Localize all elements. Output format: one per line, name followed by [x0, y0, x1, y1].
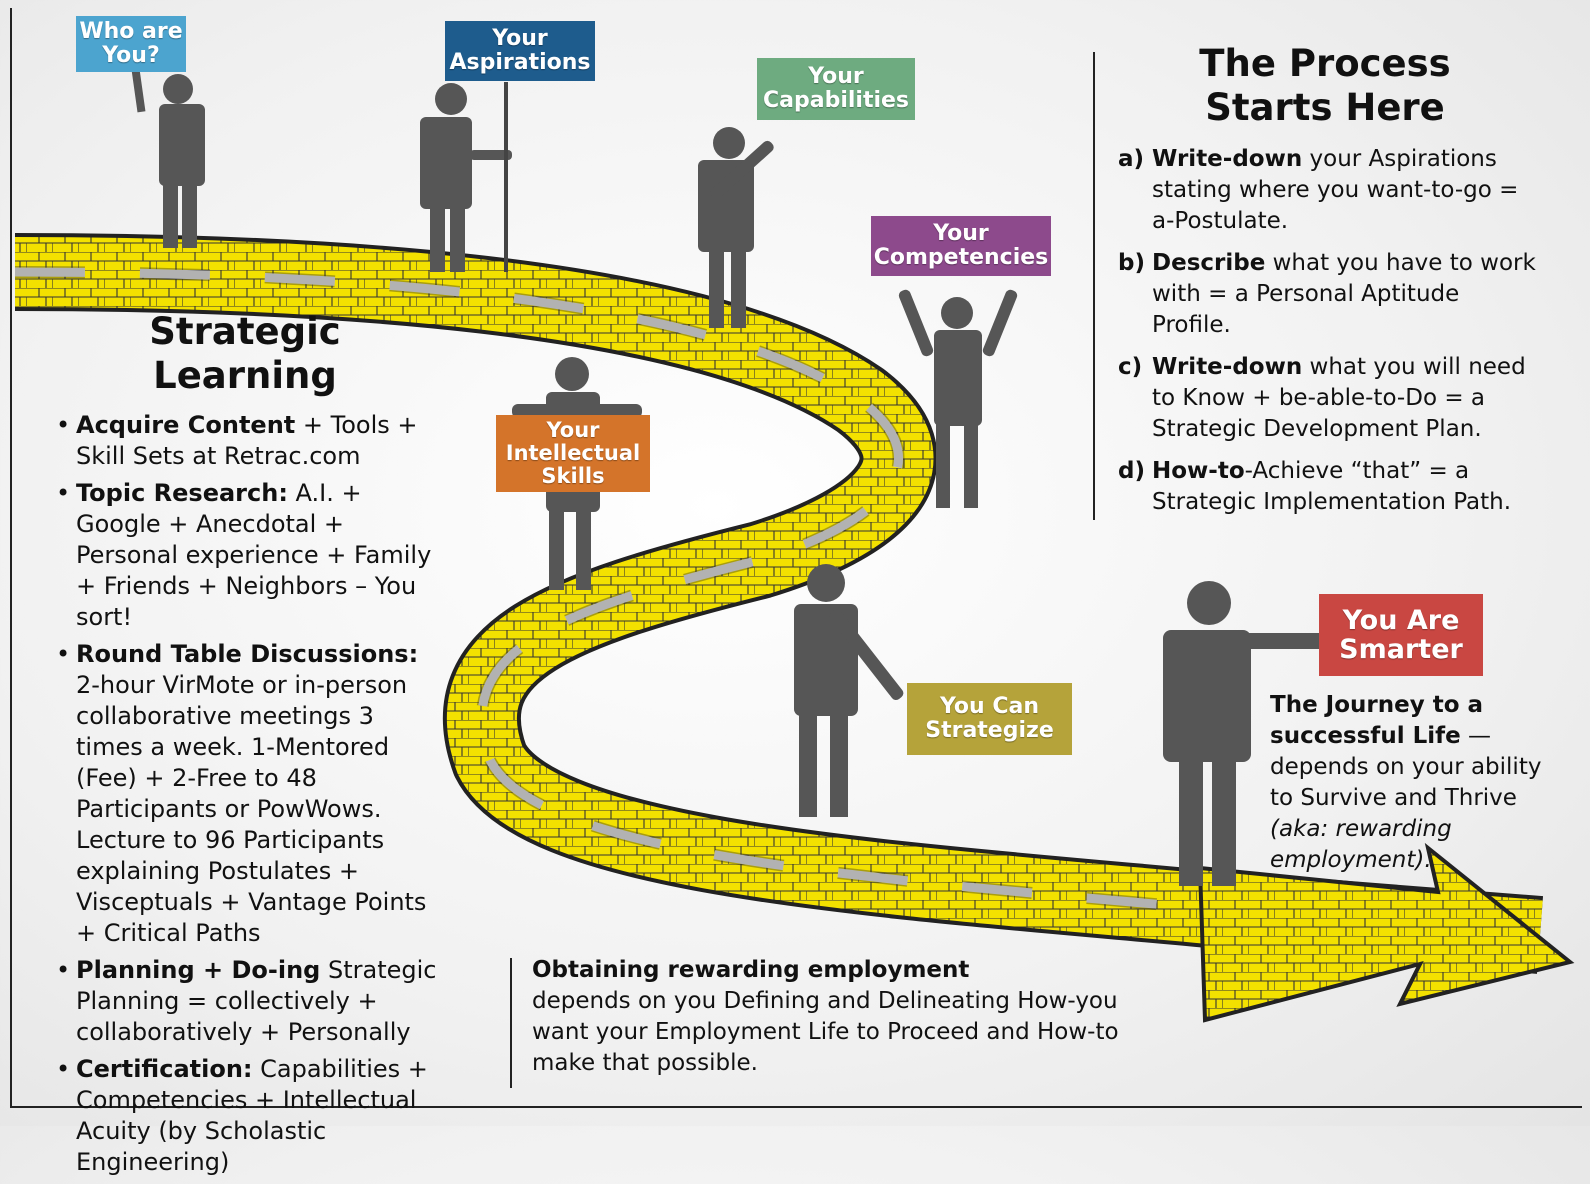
figure-strategize [794, 564, 904, 817]
sign-line: You Can [940, 694, 1039, 720]
strategic-learning-title: Strategic Learning [120, 310, 370, 397]
sign-line: Competencies [873, 245, 1049, 270]
step-marker: b) [1118, 250, 1145, 276]
sign-your-intellectual-skills: Your Intellectual Skills [496, 415, 650, 492]
step-marker: c) [1118, 354, 1143, 380]
figure-who [130, 61, 205, 248]
employment-divider [510, 958, 512, 1088]
journey-bold: The Journey to a successful Life [1270, 692, 1484, 749]
title-line: Strategic [149, 310, 341, 353]
bottom-border [10, 1106, 1582, 1108]
sign-line: Capabilities [762, 88, 910, 113]
figure-smarter [1163, 581, 1340, 886]
list-item: Planning + Do-ing Strategic Planning = c… [56, 955, 448, 1048]
strategic-learning-list: Acquire Content + Tools + Skill Sets at … [56, 410, 448, 1184]
step-marker: a) [1118, 146, 1145, 172]
process-title: The Process Starts Here [1160, 42, 1490, 129]
process-steps: a) Write-down your Aspirations stating wh… [1118, 144, 1538, 529]
item-text: 2-hour VirMote or in-person collaborativ… [76, 671, 427, 947]
employment-body: depends on you Defining and Delineating … [532, 988, 1119, 1076]
item-text: + Tools + Skill Sets at Retrac.com [76, 411, 418, 470]
figure-capabilities [698, 127, 774, 328]
sign-you-can-strategize: You Can Strategize [907, 683, 1072, 755]
step-bold: How-to [1152, 458, 1245, 484]
process-step: a) Write-down your Aspirations stating wh… [1118, 144, 1538, 237]
sign-line: Your [808, 64, 864, 90]
process-step: c) Write-down what you will need to Know … [1118, 352, 1538, 445]
sign-line: Strategize [925, 718, 1054, 743]
process-step: d) How-to-Achieve “that” = a Strategic Im… [1118, 456, 1538, 518]
employment-text: Obtaining rewarding employment depends o… [532, 955, 1132, 1079]
title-line: Learning [153, 353, 337, 397]
step-bold: Describe [1152, 250, 1266, 276]
sign-line: Your [933, 221, 989, 247]
sign-line: Who are [79, 19, 183, 45]
title-line: Starts Here [1205, 85, 1445, 129]
figure-competencies [898, 289, 1018, 508]
step-text: -Achieve “that” = a Strategic Implementa… [1152, 458, 1512, 515]
step-text: what you have to work with = a Personal … [1152, 250, 1536, 338]
item-bold: Acquire Content [76, 411, 296, 439]
step-bold: Write-down [1152, 354, 1303, 380]
list-item: Certification: Capabilities + Competenci… [56, 1054, 448, 1178]
infographic-canvas: Who are You? Your Aspirations Your Capab… [0, 0, 1590, 1126]
title-line: The Process [1199, 42, 1451, 85]
step-text: what you will need to Know + be-able-to-… [1152, 354, 1526, 442]
sign-line: Your [492, 26, 548, 52]
item-bold: Planning + Do-ing [76, 956, 321, 984]
item-text: A.I. + Google + Anecdotal + Personal exp… [76, 479, 432, 631]
sign-line: You? [102, 43, 160, 68]
sign-who-are-you: Who are You? [76, 16, 186, 72]
list-item: Topic Research: A.I. + Google + Anecdota… [56, 478, 448, 633]
sign-line: Smarter [1339, 634, 1463, 665]
sign-you-are-smarter: You Are Smarter [1319, 594, 1483, 676]
left-border [10, 8, 12, 1108]
figure-aspirations [420, 82, 512, 272]
list-item: Acquire Content + Tools + Skill Sets at … [56, 410, 448, 472]
step-marker: d) [1118, 458, 1145, 484]
process-step: b) Describe what you have to work with = … [1118, 248, 1538, 341]
journey-text: The Journey to a successful Life — depen… [1270, 690, 1545, 876]
road-path [14, 233, 1575, 1023]
item-bold: Round Table Discussions: [76, 640, 419, 668]
step-bold: Write-down [1152, 146, 1303, 172]
item-bold: Topic Research: [76, 479, 288, 507]
employment-bold: Obtaining rewarding employment [532, 957, 970, 983]
sign-line: You Are [1342, 604, 1460, 636]
sign-line: Skills [541, 463, 605, 488]
sign-line: Aspirations [449, 50, 591, 75]
sign-your-aspirations: Your Aspirations [445, 21, 595, 81]
journey-italic: (aka: rewarding employment). [1270, 816, 1452, 873]
item-text: Strategic Planning = collectively + coll… [76, 956, 437, 1046]
sign-line: Your [546, 418, 600, 443]
sign-your-competencies: Your Competencies [871, 216, 1051, 276]
item-bold: Certification: [76, 1055, 253, 1083]
sign-line: Intellectual [505, 441, 641, 466]
process-divider [1093, 52, 1095, 520]
road-illustration [14, 61, 1575, 1023]
list-item: Round Table Discussions: 2-hour VirMote … [56, 639, 448, 949]
journey-body: — depends on your ability to Survive and… [1270, 723, 1542, 811]
step-text: your Aspirations stating where you want-… [1152, 146, 1519, 234]
sign-your-capabilities: Your Capabilities [757, 58, 915, 120]
